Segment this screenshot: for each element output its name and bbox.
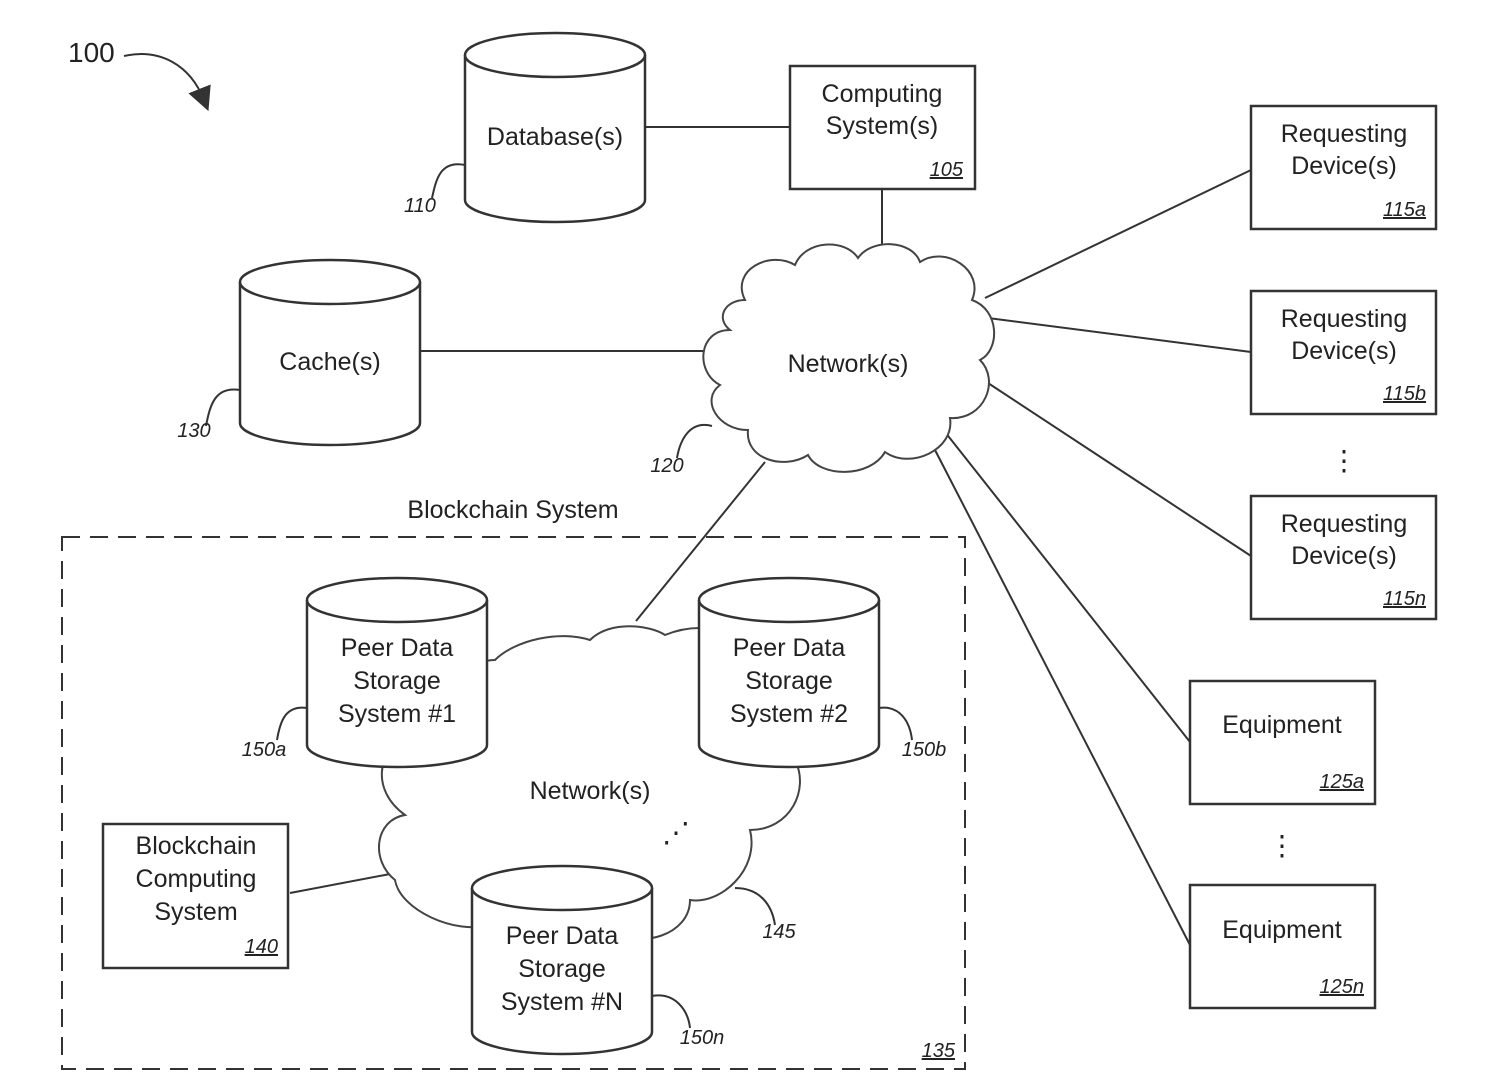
figure-ref: 100: [68, 37, 115, 68]
peer-ellipsis: ⋰: [662, 817, 690, 848]
requesting-device-a: Requesting Device(s) 115a: [1251, 106, 1436, 229]
line-network-req-a: [985, 170, 1251, 298]
peerN-line2: Storage: [518, 955, 606, 983]
line-bcc-network: [290, 874, 390, 893]
peerN-line3: System #N: [501, 988, 623, 1016]
requesting-device-a-line1: Requesting: [1281, 120, 1407, 148]
requesting-device-n: Requesting Device(s) 115n: [1251, 496, 1436, 619]
requesting-device-n-line1: Requesting: [1281, 510, 1407, 538]
peerN-ref: 150n: [680, 1027, 725, 1049]
cache-node: Cache(s) 130: [177, 260, 420, 445]
computing-system-label-line2: System(s): [826, 112, 939, 140]
bcc-line1: Blockchain: [136, 832, 257, 860]
line-network-req-n: [988, 383, 1251, 556]
line-network-equip-n: [935, 450, 1190, 945]
requesting-device-n-line2: Device(s): [1291, 542, 1397, 570]
cache-label: Cache(s): [279, 348, 380, 376]
peer2-ref: 150b: [902, 739, 947, 761]
cache-ref: 130: [177, 420, 210, 442]
blockchain-ref: 135: [922, 1040, 956, 1062]
requesting-device-b-line1: Requesting: [1281, 305, 1407, 333]
equipment-n: Equipment 125n: [1190, 885, 1375, 1008]
requesting-ellipsis: ⋮: [1330, 445, 1358, 476]
equipment-a-ref: 125a: [1320, 771, 1365, 793]
peerN-line1: Peer Data: [506, 922, 619, 950]
requesting-device-a-line2: Device(s): [1291, 152, 1397, 180]
computing-system-ref: 105: [930, 159, 964, 181]
peer-storage-1: Peer Data Storage System #1 150a: [242, 578, 487, 767]
equipment-n-label: Equipment: [1222, 916, 1342, 944]
equipment-n-ref: 125n: [1320, 976, 1365, 998]
computing-system-node: Computing System(s) 105: [790, 66, 975, 189]
peer2-line1: Peer Data: [733, 634, 846, 662]
line-network-req-b: [988, 318, 1251, 352]
database-node: Database(s) 110: [404, 33, 645, 222]
requesting-device-b: Requesting Device(s) 115b: [1251, 291, 1436, 414]
inner-network-label: Network(s): [530, 777, 651, 805]
line-network-equip-a: [945, 432, 1190, 742]
requesting-device-a-ref: 115a: [1383, 199, 1426, 221]
equipment-ellipsis: ⋮: [1268, 830, 1296, 861]
blockchain-title: Blockchain System: [407, 496, 618, 524]
peer2-line3: System #2: [730, 700, 848, 728]
equipment-a: Equipment 125a: [1190, 681, 1375, 804]
peer1-line1: Peer Data: [341, 634, 454, 662]
equipment-a-label: Equipment: [1222, 711, 1342, 739]
network-cloud: Network(s) 120: [650, 244, 994, 477]
blockchain-computing-system: Blockchain Computing System 140: [103, 824, 288, 968]
bcc-line3: System: [154, 898, 237, 926]
peer1-line2: Storage: [353, 667, 441, 695]
network-ref: 120: [650, 455, 683, 477]
requesting-device-n-ref: 115n: [1383, 588, 1426, 610]
network-label: Network(s): [788, 350, 909, 378]
database-label: Database(s): [487, 123, 623, 151]
bcc-line2: Computing: [136, 865, 257, 893]
requesting-device-b-line2: Device(s): [1291, 337, 1397, 365]
peer2-line2: Storage: [745, 667, 833, 695]
computing-system-label-line1: Computing: [822, 80, 943, 108]
peer-storage-2: Peer Data Storage System #2 150b: [699, 578, 946, 767]
peer1-ref: 150a: [242, 739, 287, 761]
bcc-ref: 140: [245, 936, 278, 958]
requesting-device-b-ref: 115b: [1383, 383, 1426, 405]
figure-ref-arrow: [124, 54, 204, 100]
database-ref: 110: [404, 195, 436, 217]
peer1-line3: System #1: [338, 700, 456, 728]
blockchain-system: Blockchain System 135 Network(s) 145 ⋰ P…: [62, 496, 965, 1069]
inner-network-ref: 145: [762, 921, 796, 943]
